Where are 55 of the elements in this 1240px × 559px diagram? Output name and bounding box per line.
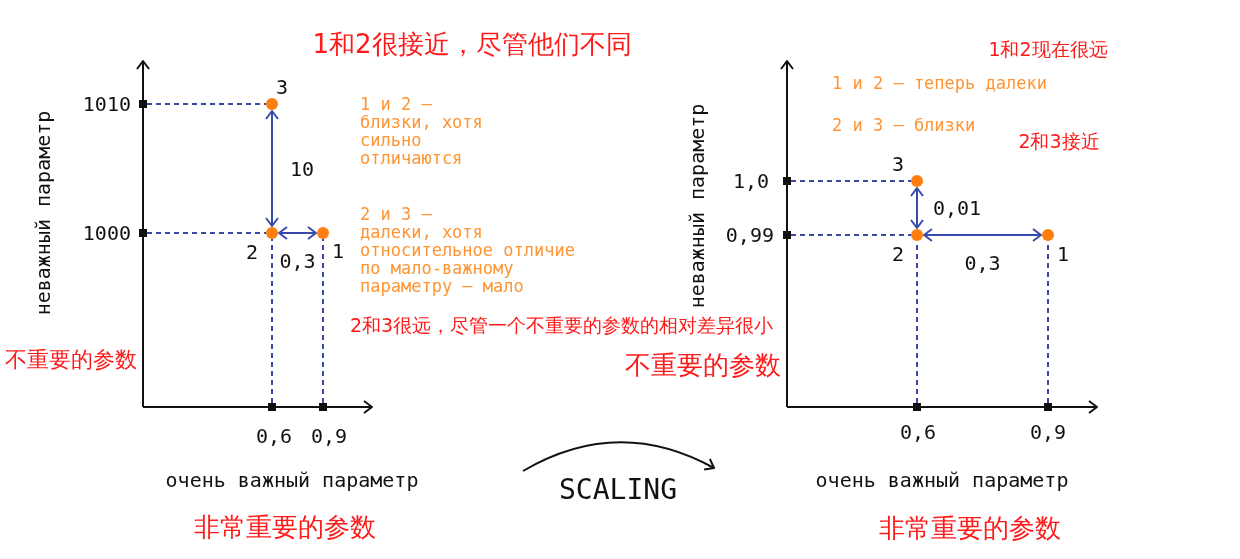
double-arrow (278, 226, 317, 240)
annotation: 非常重要的参数 (879, 514, 1061, 544)
point-number: 2 (892, 242, 904, 266)
point-number: 1 (1057, 242, 1069, 266)
transform-label: SCALING (559, 473, 677, 507)
double-arrow (910, 187, 924, 229)
note: 1 и 2 — теперь далеки (832, 74, 1047, 94)
tick-label: 0,6 (255, 424, 293, 448)
point-number: 2 (246, 240, 258, 264)
tick-mark (319, 403, 327, 411)
tick-mark (139, 229, 147, 237)
annotation: 不重要的参数 (5, 347, 137, 373)
tick-label: 1000 (82, 221, 131, 245)
tick-mark (1044, 403, 1052, 411)
data-point (266, 98, 278, 110)
double-arrow (923, 228, 1042, 242)
tick-label: 0,99 (725, 223, 774, 247)
dashed-line (146, 103, 267, 105)
annotation: 2和3很远，尽管一个不重要的参数的相对差异很小 (350, 315, 774, 337)
annotation: 2和3接近 (1018, 131, 1100, 153)
dashed-line (790, 180, 912, 182)
tick-mark (268, 403, 276, 411)
point-number: 3 (276, 75, 288, 99)
tick-mark (913, 403, 921, 411)
tick-label: 0,9 (310, 424, 348, 448)
data-point (317, 227, 329, 239)
tick-label: 0,6 (899, 420, 937, 444)
data-point (911, 229, 923, 241)
tick-mark (139, 100, 147, 108)
dashed-line (271, 238, 273, 404)
tick-label: 0,9 (1029, 420, 1067, 444)
dashed-line (790, 234, 912, 236)
dashed-line (146, 232, 267, 234)
annotation: 非常重要的参数 (194, 513, 376, 543)
point-number: 1 (332, 239, 344, 263)
double-arrow (265, 110, 279, 227)
axis-title: неважный параметр (31, 110, 55, 316)
data-point (266, 227, 278, 239)
axis-title: неважный параметр (685, 103, 709, 309)
axis-title: очень важный параметр (165, 468, 419, 492)
axis-title: очень важный параметр (815, 468, 1069, 492)
note: 2 и 3 — далеки, хотя относительное отличие по мало-важному параметру — мало (360, 205, 575, 295)
point-number: 3 (892, 152, 904, 176)
tick-mark (783, 177, 791, 185)
annotation: 1和2现在很远 (988, 39, 1108, 61)
data-point (1042, 229, 1054, 241)
dashed-line (322, 238, 324, 404)
annotation: 1和2很接近，尽管他们不同 (312, 30, 632, 60)
tick-mark (783, 231, 791, 239)
annotation: 不重要的参数 (625, 351, 781, 381)
data-point (911, 175, 923, 187)
tick-label: 1010 (82, 92, 131, 116)
tick-label: 1,0 (732, 169, 769, 193)
note: 1 и 2 — близки, хотя сильно отличаются (360, 95, 483, 167)
note: 2 и 3 — близки (832, 116, 976, 136)
